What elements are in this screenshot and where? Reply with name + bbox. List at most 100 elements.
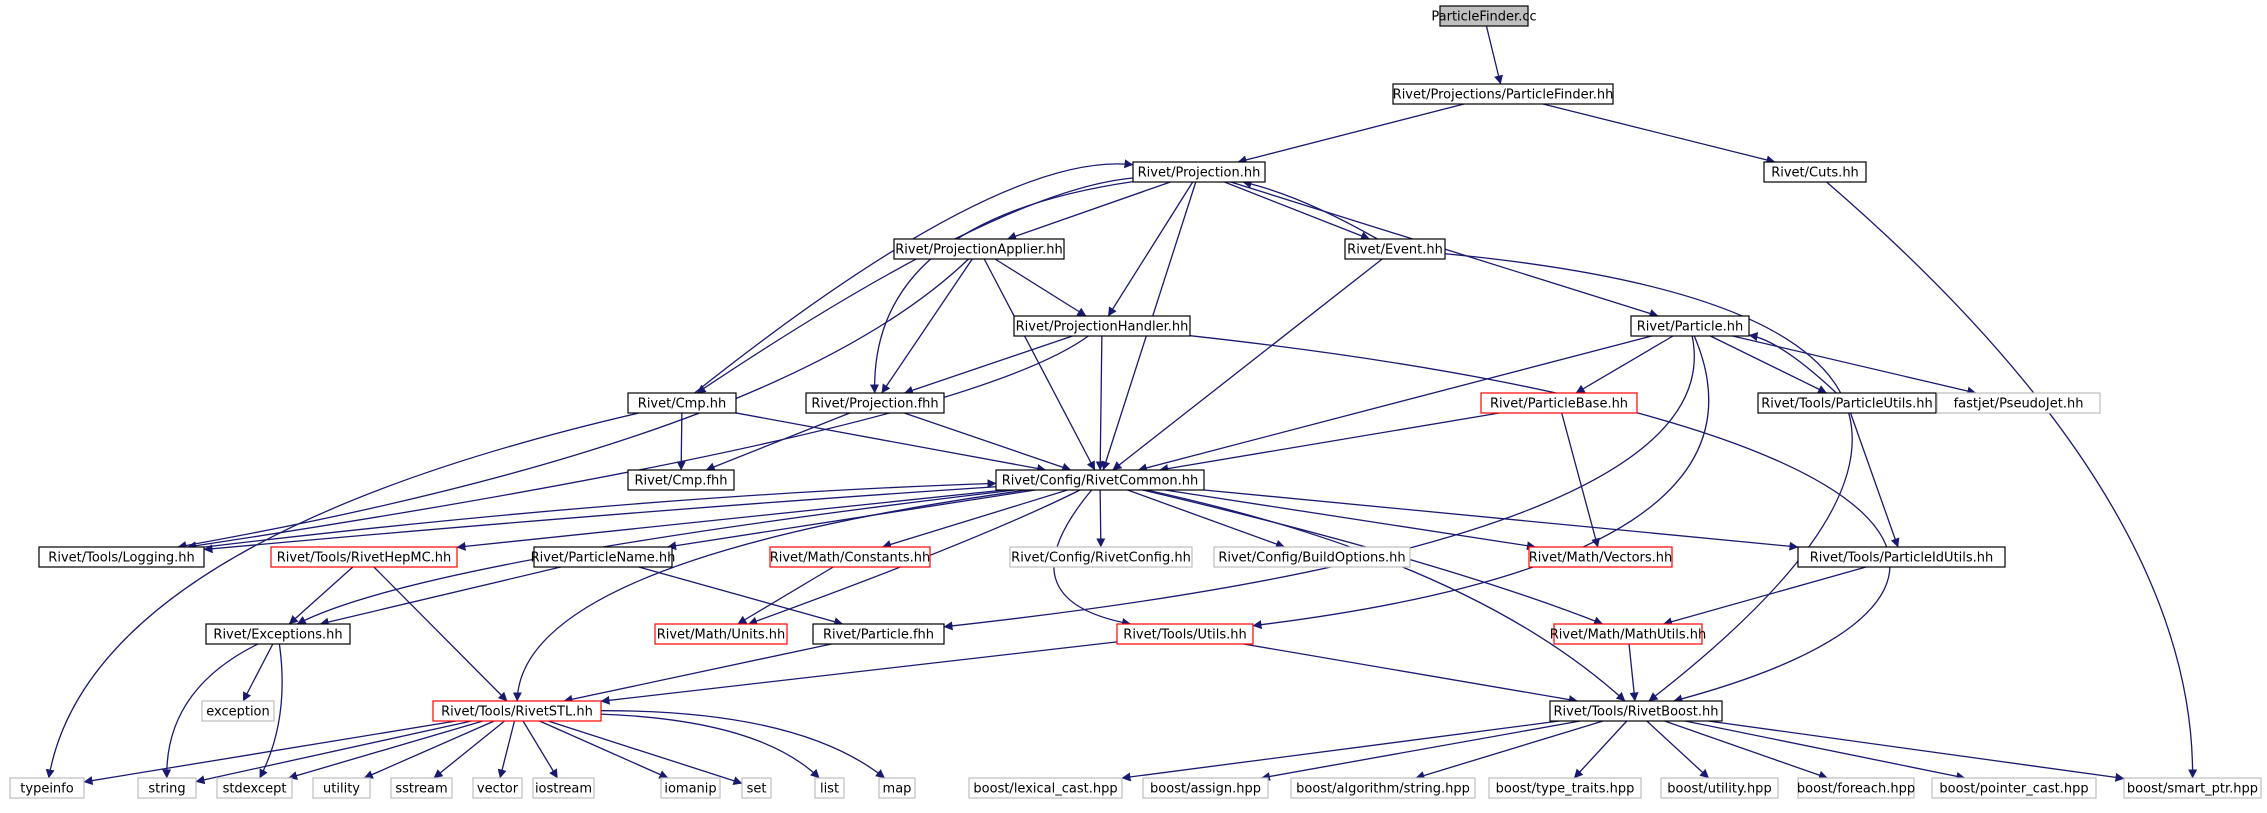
- node-rivet-config-rivetconfig-hh: Rivet/Config/RivetConfig.hh: [1009, 546, 1193, 568]
- node-box: [1528, 546, 1673, 568]
- node-label: typeinfo: [20, 782, 73, 797]
- edge-rivet-tools-rivethepmc-hh-to-rivet-exceptions-hh: [288, 566, 354, 625]
- node-label: Rivet/Cmp.fhh: [635, 474, 728, 489]
- node-label: Rivet/Tools/RivetSTL.hh: [441, 705, 593, 720]
- node-rivet-tools-rivethepmc-hh[interactable]: Rivet/Tools/RivetHepMC.hh: [270, 546, 458, 568]
- node-label: Rivet/Math/Units.hh: [657, 628, 786, 643]
- edge-rivet-particlebase-hh-to-rivet-config-rivetcommon-hh: [1159, 412, 1500, 474]
- edge-rivet-projection-fhh-to-rivet-cmp-fhh: [705, 412, 851, 472]
- node-label: boost/foreach.hpp: [1797, 782, 1915, 797]
- node-set: set: [741, 777, 772, 799]
- edge-rivet-projections-particlefinder-hh-to-rivet-cuts-hh: [1542, 103, 1776, 165]
- edge-rivet-tools-utils-hh-to-rivet-tools-rivetboost-hh: [1243, 643, 1578, 704]
- node-label: Rivet/Tools/ParticleUtils.hh: [1761, 397, 1932, 412]
- edge-rivet-projection-hh-to-rivet-projectionhandler-hh: [1107, 181, 1194, 317]
- node-label: Rivet/Particle.hh: [1637, 320, 1743, 335]
- node-rivet-math-vectors-hh[interactable]: Rivet/Math/Vectors.hh: [1528, 546, 1673, 568]
- node-label: vector: [477, 782, 519, 797]
- node-rivet-tools-utils-hh[interactable]: Rivet/Tools/Utils.hh: [1116, 623, 1254, 645]
- node-typeinfo: typeinfo: [9, 777, 85, 799]
- node-rivet-event-hh[interactable]: Rivet/Event.hh: [1344, 238, 1446, 260]
- node-box: [1344, 238, 1446, 260]
- edge-rivet-tools-logging-hh-to-rivet-config-rivetcommon-hh: [203, 479, 997, 548]
- edge-rivet-particle-hh-to-fastjet-pseudojet-hh: [1732, 335, 1977, 396]
- node-rivet-exceptions-hh[interactable]: Rivet/Exceptions.hh: [205, 623, 351, 645]
- node-rivet-tools-particleidutils-hh[interactable]: Rivet/Tools/ParticleIdUtils.hh: [1797, 546, 2006, 568]
- node-box: [660, 777, 721, 799]
- node-rivet-cuts-hh[interactable]: Rivet/Cuts.hh: [1763, 161, 1867, 183]
- edge-rivet-projectionhandler-hh-to-rivet-tools-rivetboost-hh: [1189, 335, 1891, 704]
- edge-rivet-cuts-hh-to-boost-smart-ptr-hpp: [1826, 181, 2198, 779]
- edge-rivet-tools-rivethepmc-hh-to-rivet-tools-rivetstl-hh: [373, 566, 508, 702]
- node-rivet-config-buildoptions-hh: Rivet/Config/BuildOptions.hh: [1213, 546, 1411, 568]
- node-box: [201, 700, 275, 722]
- node-label: Rivet/ProjectionApplier.hh: [895, 243, 1062, 258]
- node-box: [1480, 392, 1638, 414]
- edge-rivet-tools-particleutils-hh-to-rivet-particle-hh: [1748, 332, 1837, 394]
- node-label: Rivet/Tools/ParticleIdUtils.hh: [1810, 551, 1994, 566]
- edge-rivet-particle-hh-to-rivet-config-rivetcommon-hh: [1137, 335, 1652, 473]
- node-rivet-cmp-hh[interactable]: Rivet/Cmp.hh: [627, 392, 737, 414]
- node-box: [654, 623, 788, 645]
- edge-rivet-config-rivetcommon-hh-to-rivet-config-buildoptions-hh: [1127, 489, 1285, 549]
- edge-rivet-config-rivetcommon-hh-to-rivet-tools-rivetboost-hh: [1146, 489, 1626, 702]
- edge-rivet-config-rivetcommon-hh-to-rivet-math-units-hh: [748, 489, 1081, 626]
- edge-rivet-projectionhandler-hh-to-rivet-config-rivetcommon-hh: [1095, 335, 1105, 471]
- node-box: [1488, 777, 1642, 799]
- edge-rivet-projection-hh-to-rivet-projection-fhh: [870, 180, 1134, 394]
- node-label: Rivet/ParticleName.hh: [531, 551, 676, 566]
- node-rivet-particle-hh[interactable]: Rivet/Particle.hh: [1630, 315, 1750, 337]
- node-box: [1757, 392, 1937, 414]
- edge-rivet-config-rivetcommon-hh-to-rivet-tools-rivethepmc-hh: [456, 489, 1005, 551]
- node-box: [137, 777, 197, 799]
- node-label: Rivet/Projections/ParticleFinder.hh: [1393, 88, 1614, 103]
- edge-rivet-cmp-hh-to-rivet-cmp-fhh: [676, 412, 686, 471]
- edge-rivet-tools-rivetstl-hh-to-set: [547, 720, 743, 786]
- edge-rivet-exceptions-hh-to-stdexcept: [259, 643, 283, 779]
- edge-rivet-particlebase-hh-to-rivet-math-vectors-hh: [1561, 412, 1600, 548]
- node-label: Rivet/Math/MathUtils.hh: [1550, 628, 1706, 643]
- node-rivet-math-constants-hh[interactable]: Rivet/Math/Constants.hh: [769, 546, 931, 568]
- node-rivet-tools-logging-hh[interactable]: Rivet/Tools/Logging.hh: [38, 546, 205, 568]
- node-rivet-projections-particlefinder-hh[interactable]: Rivet/Projections/ParticleFinder.hh: [1392, 83, 1614, 105]
- node-label: Rivet/Tools/RivetHepMC.hh: [277, 551, 452, 566]
- node-box: [1931, 777, 2097, 799]
- edge-rivet-config-rivetcommon-hh-to-rivet-tools-rivetstl-hh: [512, 489, 1028, 702]
- node-box: [9, 777, 85, 799]
- node-box: [432, 700, 602, 722]
- node-label: boost/assign.hpp: [1150, 782, 1261, 797]
- node-label: Rivet/Config/RivetConfig.hh: [1011, 551, 1191, 566]
- node-fastjet-pseudojet-hh: fastjet/PseudoJet.hh: [1936, 392, 2101, 414]
- node-rivet-projectionapplier-hh[interactable]: Rivet/ProjectionApplier.hh: [893, 238, 1065, 260]
- node-box: [627, 392, 737, 414]
- node-rivet-tools-rivetstl-hh[interactable]: Rivet/Tools/RivetSTL.hh: [432, 700, 602, 722]
- node-label: exception: [206, 705, 270, 720]
- node-label: Rivet/Cmp.hh: [638, 397, 726, 412]
- edge-rivet-tools-rivetstl-hh-to-iomanip: [539, 720, 669, 779]
- node-rivet-particle-fhh[interactable]: Rivet/Particle.fhh: [812, 623, 945, 645]
- node-rivet-particlebase-hh[interactable]: Rivet/ParticleBase.hh: [1480, 392, 1638, 414]
- node-label: Rivet/Event.hh: [1347, 243, 1443, 258]
- node-vector: vector: [472, 777, 523, 799]
- node-rivet-cmp-fhh[interactable]: Rivet/Cmp.fhh: [627, 469, 735, 491]
- node-boost-smart-ptr-hpp: boost/smart_ptr.hpp: [2123, 777, 2262, 799]
- node-rivet-projection-fhh[interactable]: Rivet/Projection.fhh: [805, 392, 945, 414]
- edge-rivet-tools-rivetstl-hh-to-list: [600, 713, 820, 779]
- node-rivet-config-rivetcommon-hh[interactable]: Rivet/Config/RivetCommon.hh: [995, 469, 1205, 491]
- edge-rivet-exceptions-hh-to-string: [162, 643, 259, 779]
- node-rivet-math-units-hh[interactable]: Rivet/Math/Units.hh: [654, 623, 788, 645]
- node-iostream: iostream: [532, 777, 595, 799]
- edge-rivet-tools-rivetboost-hh-to-boost-assign-hpp: [1260, 720, 1581, 781]
- node-box: [1290, 777, 1476, 799]
- node-rivet-tools-particleutils-hh[interactable]: Rivet/Tools/ParticleUtils.hh: [1757, 392, 1937, 414]
- node-rivet-projection-hh[interactable]: Rivet/Projection.hh: [1132, 161, 1266, 183]
- node-rivet-math-mathutils-hh[interactable]: Rivet/Math/MathUtils.hh: [1550, 623, 1706, 645]
- node-sstream: sstream: [390, 777, 453, 799]
- node-rivet-tools-rivetboost-hh[interactable]: Rivet/Tools/RivetBoost.hh: [1549, 700, 1723, 722]
- node-box: [1660, 777, 1779, 799]
- edge-rivet-tools-rivetstl-hh-to-map: [600, 710, 885, 779]
- node-rivet-particlename-hh[interactable]: Rivet/ParticleName.hh: [531, 546, 676, 568]
- node-particlefinder-cc[interactable]: ParticleFinder.cc: [1431, 5, 1537, 27]
- edge-rivet-tools-rivetboost-hh-to-boost-algorithm-string-hpp: [1415, 720, 1604, 780]
- node-rivet-projectionhandler-hh[interactable]: Rivet/ProjectionHandler.hh: [1013, 315, 1191, 337]
